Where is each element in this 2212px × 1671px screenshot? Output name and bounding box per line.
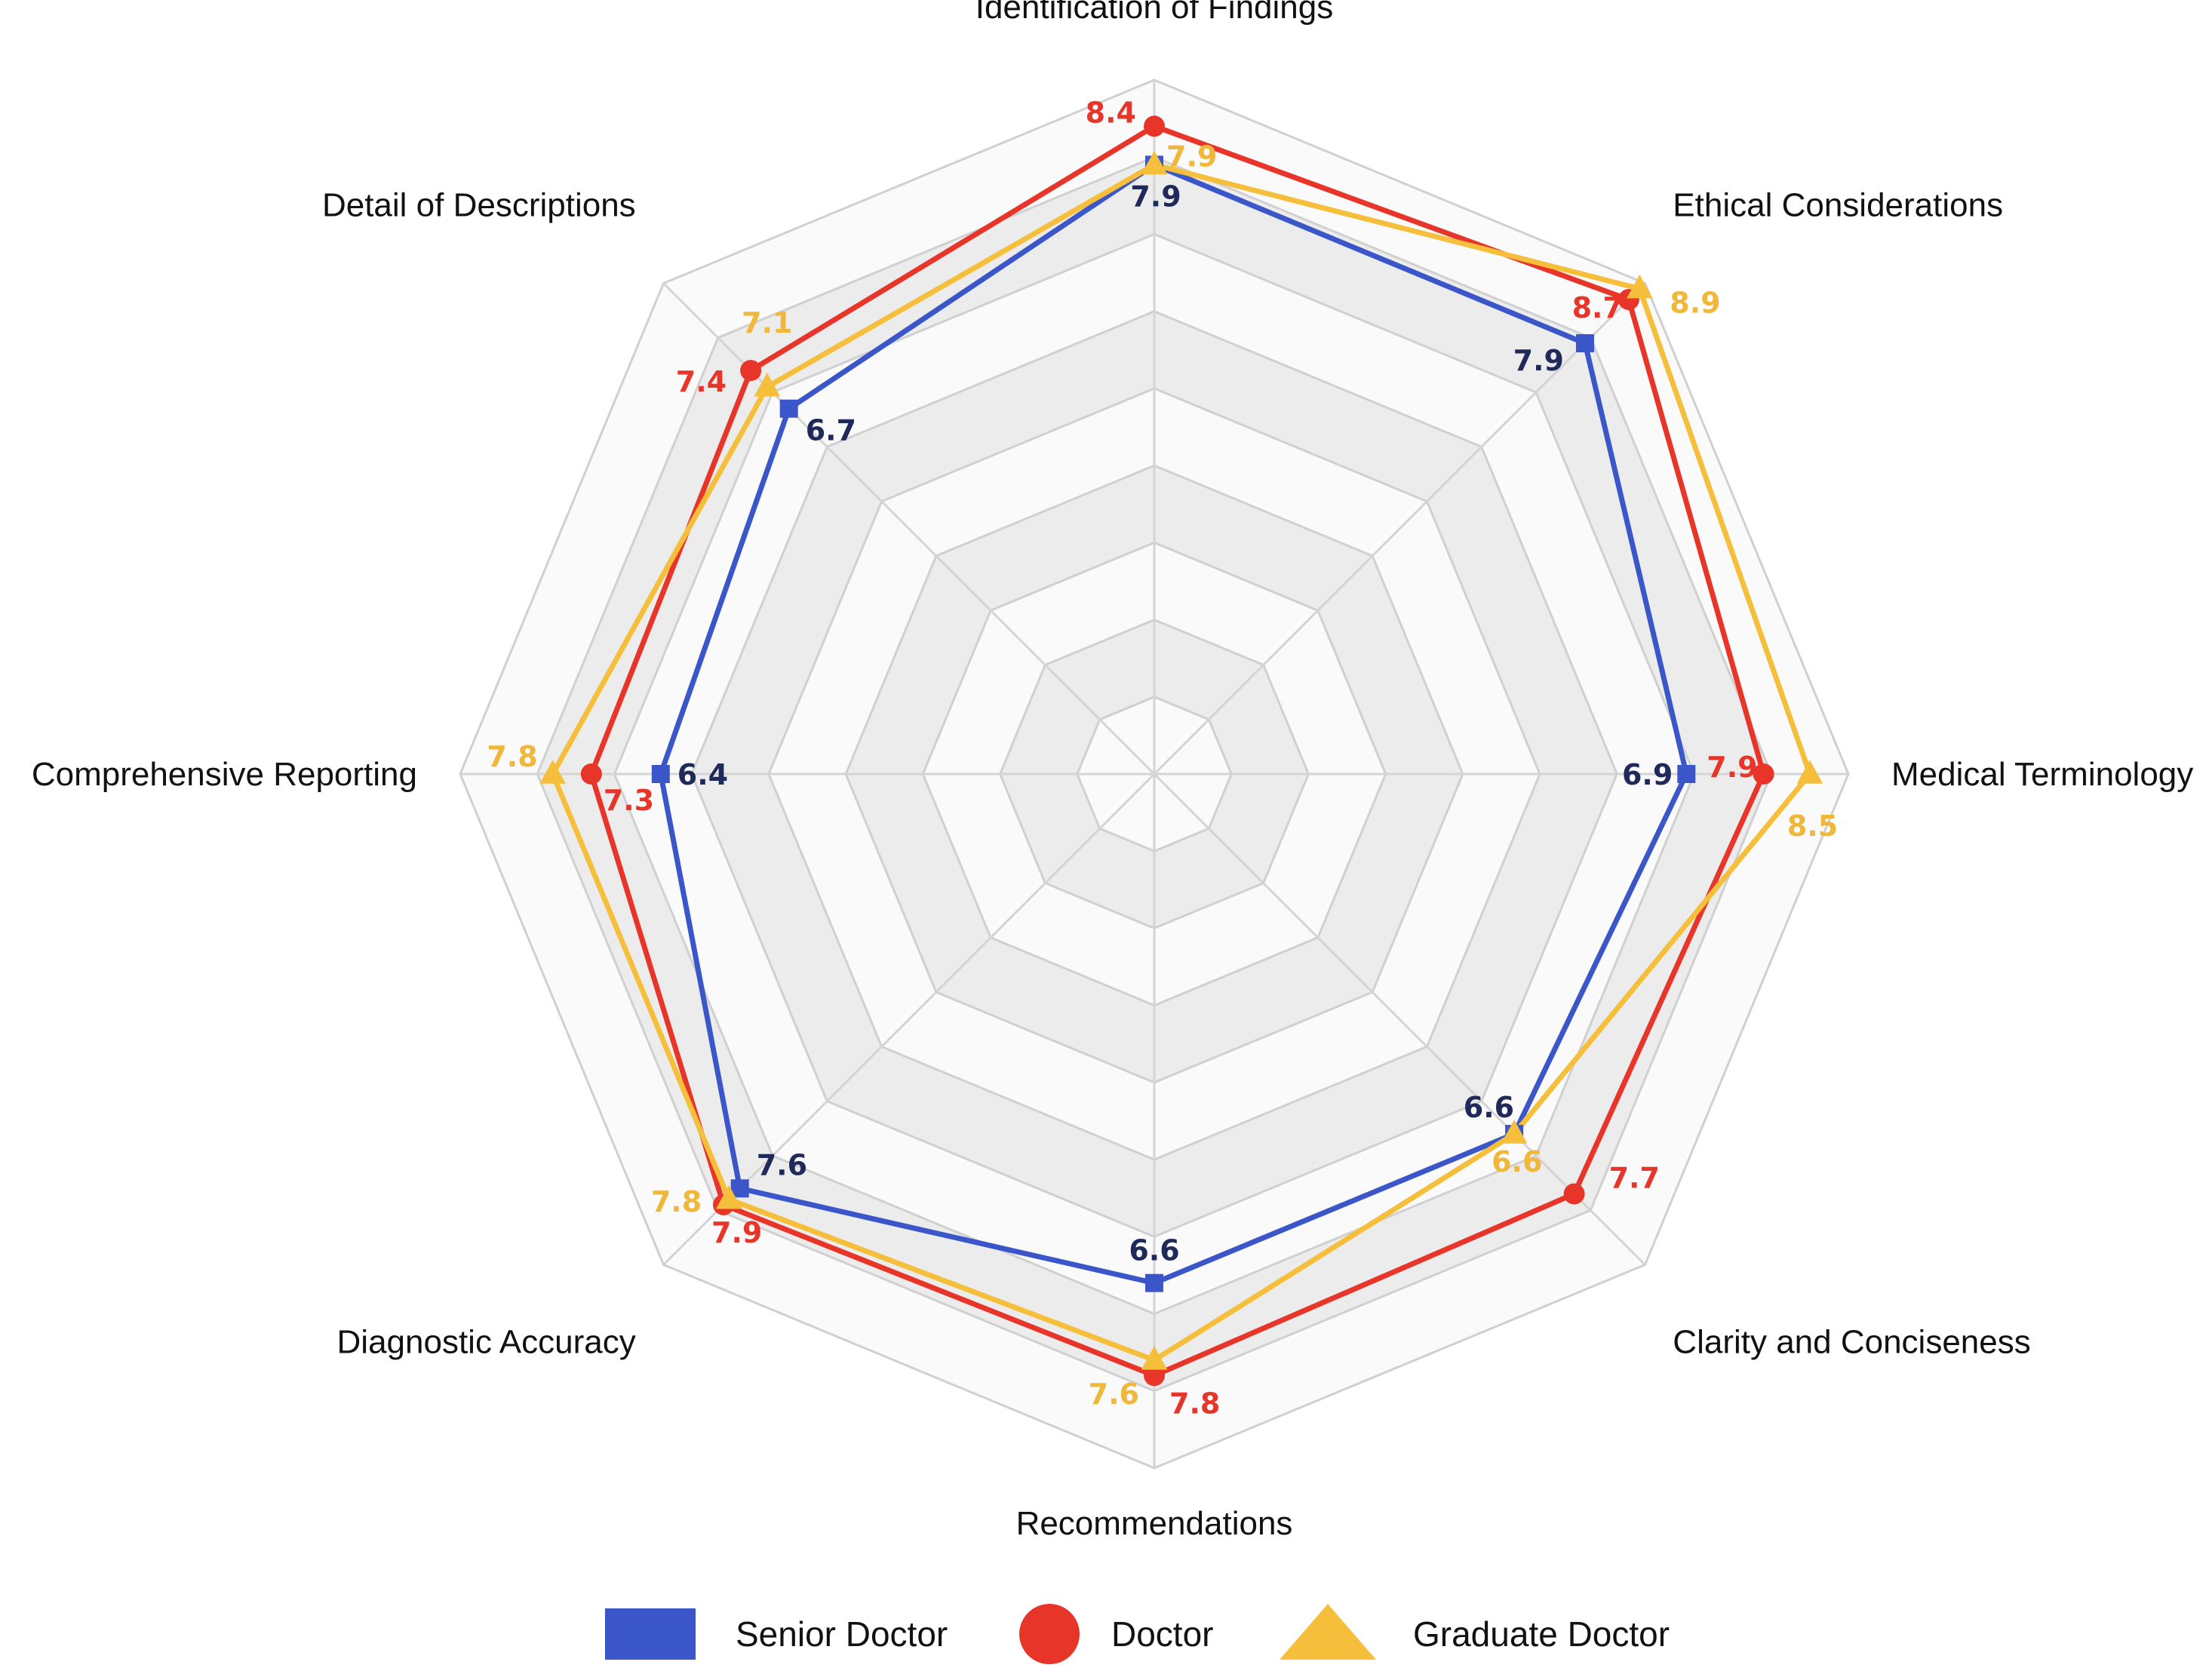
value-label-s0-6: 6.4 xyxy=(677,758,728,791)
marker-s2-1 xyxy=(1627,274,1653,299)
value-label-s1-1: 8.7 xyxy=(1572,291,1623,324)
value-label-s1-6: 7.3 xyxy=(604,784,654,817)
legend-marker-2 xyxy=(1280,1604,1376,1660)
marker-s2-2 xyxy=(1796,760,1823,784)
grid-spoke-1 xyxy=(1153,282,1646,776)
value-label-s1-0: 8.4 xyxy=(1086,96,1136,129)
axis-label-6: Comprehensive Reporting xyxy=(32,756,417,793)
marker-s1-7 xyxy=(740,360,762,382)
value-label-s0-2: 6.9 xyxy=(1622,758,1673,791)
axis-label-7: Detail of Descriptions xyxy=(322,187,636,224)
axis-label-1: Ethical Considerations xyxy=(1673,187,2003,224)
value-label-s1-7: 7.4 xyxy=(676,365,727,398)
value-label-s0-5: 7.6 xyxy=(757,1148,807,1181)
value-label-s2-2: 8.5 xyxy=(1787,809,1838,843)
value-label-s2-6: 7.8 xyxy=(487,740,537,773)
marker-s2-0 xyxy=(1141,150,1168,175)
axis-label-2: Medical Terminology xyxy=(1891,756,2193,793)
value-label-s2-1: 8.9 xyxy=(1670,287,1720,320)
legend-label-2: Graduate Doctor xyxy=(1413,1614,1670,1654)
axis-label-0: Identification of Findings xyxy=(975,0,1334,26)
legend-marker-0 xyxy=(605,1608,696,1660)
value-label-s0-0: 7.9 xyxy=(1130,180,1181,213)
marker-s0-1 xyxy=(1576,334,1594,352)
value-label-s2-0: 7.9 xyxy=(1166,140,1217,173)
value-label-s0-4: 6.6 xyxy=(1129,1234,1179,1267)
value-labels: 7.97.96.96.66.67.66.46.78.48.77.97.77.87… xyxy=(487,96,1838,1420)
marker-s0-7 xyxy=(779,399,798,418)
legend-label-0: Senior Doctor xyxy=(736,1614,948,1654)
value-label-s1-5: 7.9 xyxy=(711,1216,762,1249)
value-label-s0-1: 7.9 xyxy=(1513,344,1564,377)
marker-s1-3 xyxy=(1563,1183,1585,1205)
marker-s2-7 xyxy=(754,373,780,397)
marker-s1-2 xyxy=(1753,763,1774,785)
marker-s2-3 xyxy=(1501,1120,1528,1144)
marker-s2-5 xyxy=(716,1185,742,1209)
marker-s2-6 xyxy=(539,760,566,784)
value-label-s2-3: 6.6 xyxy=(1492,1145,1542,1178)
axis-label-3: Clarity and Conciseness xyxy=(1673,1323,2030,1360)
value-label-s1-4: 7.8 xyxy=(1169,1387,1220,1420)
value-label-s0-3: 6.6 xyxy=(1464,1091,1514,1124)
legend: Senior Doctor Doctor Graduate Doctor xyxy=(605,1604,1670,1664)
value-label-s1-3: 7.7 xyxy=(1609,1162,1660,1195)
marker-s0-4 xyxy=(1145,1273,1163,1292)
legend-label-1: Doctor xyxy=(1111,1614,1213,1654)
marker-s1-4 xyxy=(1144,1365,1165,1387)
marker-s2-4 xyxy=(1141,1346,1168,1370)
value-label-s2-5: 7.8 xyxy=(651,1185,702,1218)
data-markers xyxy=(539,115,1823,1387)
marker-s0-2 xyxy=(1677,765,1696,783)
marker-s1-0 xyxy=(1144,115,1165,137)
value-label-s1-2: 7.9 xyxy=(1707,751,1757,784)
axis-label-4: Recommendations xyxy=(1016,1505,1293,1542)
marker-s1-6 xyxy=(580,763,602,785)
grid-spoke-3 xyxy=(1153,773,1646,1266)
value-label-s2-4: 7.6 xyxy=(1089,1378,1139,1411)
value-label-s0-7: 6.7 xyxy=(806,414,856,447)
value-label-s2-7: 7.1 xyxy=(742,306,792,339)
axis-label-5: Diagnostic Accuracy xyxy=(337,1323,636,1360)
marker-s0-6 xyxy=(651,765,670,783)
legend-marker-1 xyxy=(1019,1604,1080,1664)
